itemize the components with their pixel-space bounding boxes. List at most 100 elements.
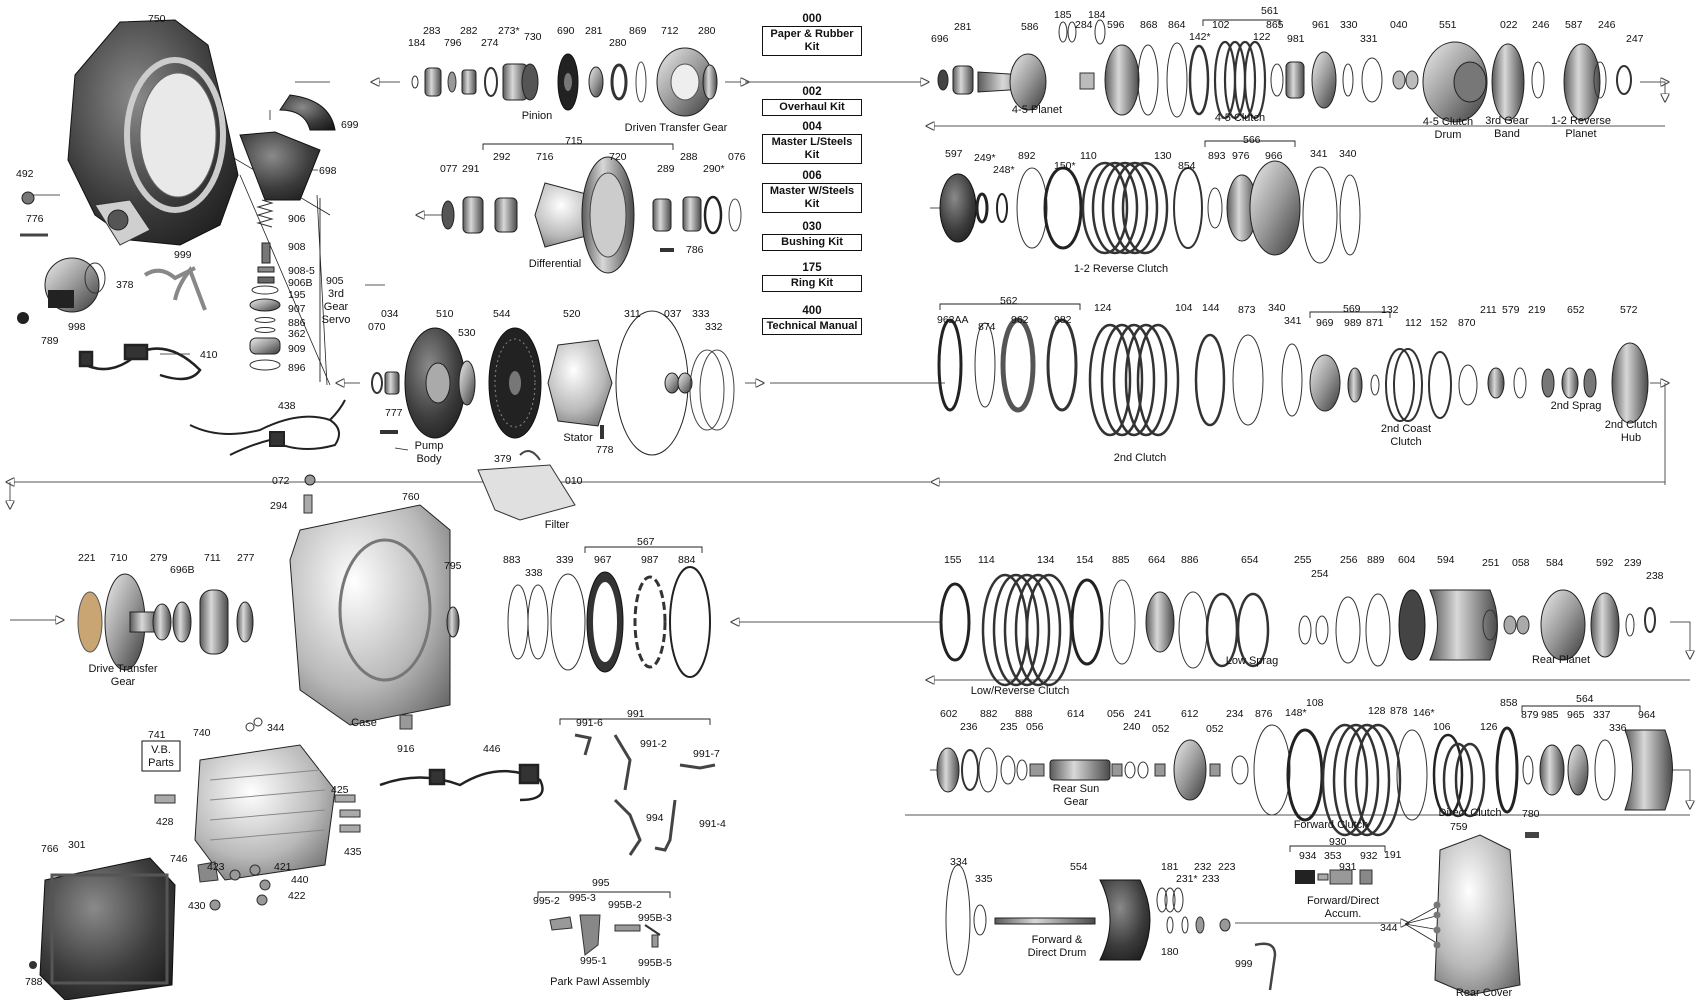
right-row1-parts <box>937 19 1632 123</box>
part-number: 340 <box>1268 302 1286 314</box>
part-number: 236 <box>960 721 978 733</box>
part-number: 870 <box>1458 317 1476 329</box>
part-number: 510 <box>436 308 454 320</box>
right-row2-parts <box>939 160 1361 264</box>
part-number: 114 <box>978 554 995 566</box>
part-number: 337 <box>1593 709 1611 721</box>
harness-446 <box>379 763 544 802</box>
kit-code: 000 <box>802 13 822 25</box>
part-number: 058 <box>1512 557 1530 569</box>
part-number: 868 <box>1140 19 1158 31</box>
part-number: 294 <box>270 500 288 512</box>
group-brackets <box>319 19 1641 898</box>
caption-2nd-clutch: 2nd Clutch <box>1114 452 1167 464</box>
row1-left-parts <box>411 47 718 117</box>
rear-cover-759 <box>1433 834 1521 996</box>
part-number: 995 <box>592 877 610 889</box>
bolt-492 <box>21 191 35 205</box>
part-number: 854 <box>1178 160 1196 172</box>
part-number: 530 <box>458 327 476 339</box>
park-pawl-995 <box>549 914 661 956</box>
part-number: 544 <box>493 308 511 320</box>
part-number: 566 <box>1243 134 1261 146</box>
part-number: 572 <box>1620 304 1638 316</box>
shield-699 <box>279 94 336 131</box>
bolt-789 <box>17 312 29 324</box>
caption-4-5-clutch-drum: Drum <box>1435 129 1462 141</box>
part-number: 652 <box>1567 304 1585 316</box>
caption-forward-clutch: Forward Clutch <box>1294 819 1369 831</box>
part-number: 249* <box>974 152 996 164</box>
kit-name: Bushing Kit <box>762 234 862 251</box>
spacer-916 <box>399 714 413 730</box>
part-number: 786 <box>686 244 704 256</box>
caption-direct-clutch: Direct Clutch <box>1439 807 1502 819</box>
part-number: 281 <box>954 21 972 33</box>
caption-4-5-planet: 4-5 Planet <box>1012 104 1062 116</box>
vb-parts-label: V.B. <box>151 744 171 756</box>
part-number: 219 <box>1528 304 1546 316</box>
part-number: 056 <box>1026 721 1044 733</box>
part-number: 421 <box>274 861 292 873</box>
flow-arrows <box>10 82 1690 923</box>
part-number: 232 <box>1194 861 1212 873</box>
part-number: 795 <box>444 560 462 572</box>
caption-3rd-gear-band: 3rd Gear <box>1485 115 1529 127</box>
part-number: 331 <box>1360 33 1378 45</box>
part-number: 146* <box>1413 707 1435 719</box>
part-number: 995B-3 <box>638 912 672 924</box>
part-number: 907 <box>288 303 306 315</box>
part-number: 010 <box>565 475 583 487</box>
converter-housing-750 <box>67 19 239 246</box>
part-number: 998 <box>68 321 86 333</box>
part-number: 865 <box>1266 19 1284 31</box>
part-number: 994 <box>646 812 664 824</box>
part-number: 040 <box>1390 19 1408 31</box>
part-number: 696 <box>931 33 949 45</box>
part-number: 654 <box>1241 554 1259 566</box>
caption-2nd-sprag: 2nd Sprag <box>1551 400 1602 412</box>
part-number: 233 <box>1202 873 1220 885</box>
part-number: 056 <box>1107 708 1125 720</box>
right-row3-parts <box>937 317 1649 437</box>
differential-parts <box>441 156 742 274</box>
part-number: 746 <box>170 853 188 865</box>
part-number: 584 <box>1546 557 1564 569</box>
part-number: 962AA <box>937 314 969 326</box>
part-number: 180 <box>1161 946 1179 958</box>
part-number: 711 <box>204 552 221 564</box>
part-number: 554 <box>1070 861 1088 873</box>
part-number: 052 <box>1152 723 1170 735</box>
part-number: 254 <box>1311 568 1329 580</box>
part-number: 422 <box>288 890 306 902</box>
part-number: 788 <box>25 976 43 988</box>
part-number: 991-4 <box>699 818 726 830</box>
kit-name: Ring Kit <box>762 275 862 292</box>
part-number: 766 <box>41 843 59 855</box>
part-number: 240 <box>1123 721 1141 733</box>
caption-low-sprag: Low Sprag <box>1226 655 1279 667</box>
kit-item: 004 Master L/Steels Kit <box>762 121 862 164</box>
kit-code: 175 <box>802 262 822 274</box>
caption-forward-direct-drum: Direct Drum <box>1028 947 1087 959</box>
part-number: 740 <box>193 727 211 739</box>
forward-direct-drum-parts <box>945 864 1373 991</box>
part-number: 238 <box>1646 570 1664 582</box>
caption-rear-sun-gear: Rear Sun <box>1053 783 1099 795</box>
part-number: 569 <box>1343 303 1361 315</box>
part-number: 602 <box>940 708 958 720</box>
caption-stator: Stator <box>563 432 593 444</box>
part-number: 916 <box>397 743 415 755</box>
part-number: 551 <box>1439 19 1457 31</box>
part-number: 750 <box>148 13 166 25</box>
part-number: 248* <box>993 164 1015 176</box>
mid-left-parts <box>77 494 711 726</box>
caption-forward-direct-drum: Forward & <box>1032 934 1083 946</box>
caption-differential: Differential <box>529 258 581 270</box>
part-number: 778 <box>596 444 614 456</box>
part-number: 909 <box>288 343 306 355</box>
part-number: 235 <box>1000 721 1018 733</box>
valve-body-parts <box>154 717 361 911</box>
part-number: 999 <box>1235 958 1253 970</box>
part-number: 124 <box>1094 302 1112 314</box>
